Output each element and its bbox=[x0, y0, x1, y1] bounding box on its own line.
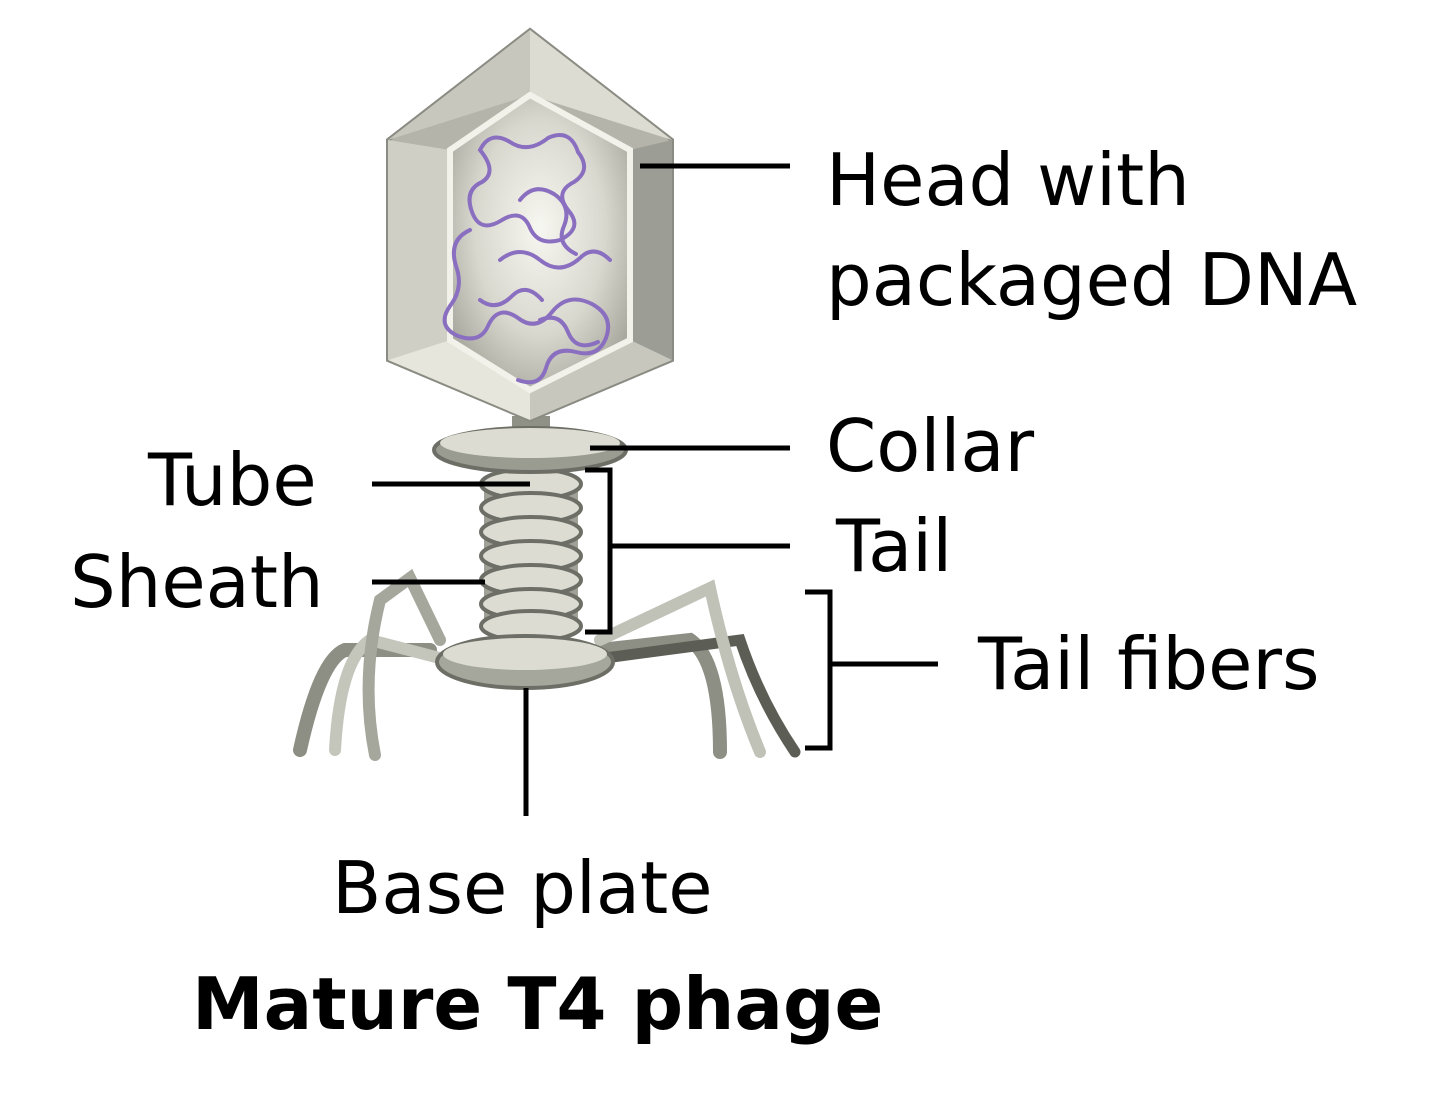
base-plate-label: Base plate bbox=[332, 846, 713, 930]
tail-fibers-label: Tail fibers bbox=[978, 622, 1320, 706]
diagram-title: Mature T4 phage bbox=[192, 962, 884, 1046]
tail-label: Tail bbox=[836, 504, 953, 588]
collar-label: Collar bbox=[826, 404, 1035, 488]
head-label-line2: packaged DNA bbox=[826, 238, 1358, 322]
sheath bbox=[479, 467, 583, 643]
head-label-line1: Head with bbox=[826, 138, 1190, 222]
tail-fibers-bracket bbox=[805, 589, 833, 751]
head-label: Head with packaged DNA bbox=[826, 130, 1357, 330]
packaged-dna bbox=[442, 133, 612, 385]
sheath-label: Sheath bbox=[70, 540, 324, 624]
leader-lines bbox=[372, 163, 938, 816]
base-plate bbox=[435, 634, 615, 690]
collar bbox=[432, 416, 628, 474]
tail-bracket bbox=[585, 467, 613, 635]
tail-fibers bbox=[293, 568, 801, 761]
tube-label: Tube bbox=[148, 438, 317, 522]
